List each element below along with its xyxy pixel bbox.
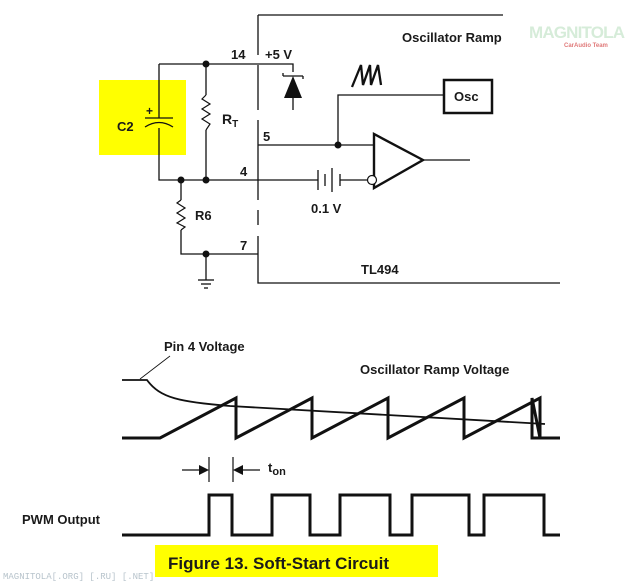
ic-outline — [257, 14, 560, 284]
watermark-logo: MAGNITOLA — [529, 23, 625, 42]
pin-14-label: 14 — [231, 47, 246, 62]
pin-5-label: 5 — [263, 129, 270, 144]
external-wiring — [158, 63, 470, 280]
ic-label: TL494 — [361, 262, 399, 277]
oscillator-ramp-trace — [122, 395, 560, 441]
battery-0p1v-icon — [317, 168, 341, 192]
pin-4-label: 4 — [240, 164, 248, 179]
junction-dots — [177, 60, 342, 258]
figure-caption: Figure 13. Soft-Start Circuit — [168, 554, 389, 573]
pin4-leader-line — [139, 355, 171, 380]
ton-marker — [182, 457, 260, 482]
c2-plus-label: + — [146, 104, 153, 118]
resistor-r6-symbol — [175, 199, 187, 231]
pin4-voltage-trace — [122, 379, 546, 425]
zener-diode-icon — [282, 73, 304, 98]
ground-icon — [198, 279, 214, 289]
comparator-icon — [366, 132, 426, 191]
oscillator-ramp-label: Oscillator Ramp — [402, 30, 502, 45]
sawtooth-icon — [350, 64, 383, 88]
capacitor-c2-symbol — [144, 117, 174, 128]
offset-voltage-label: 0.1 V — [311, 201, 342, 216]
ton-label: ton — [268, 460, 286, 478]
resistor-rt-symbol — [200, 94, 212, 131]
pwm-output-label: PWM Output — [22, 512, 101, 527]
pin-7-label: 7 — [240, 238, 247, 253]
rt-label: RT — [222, 111, 238, 130]
watermark-footer: MAGNITOLA[.ORG] [.RU] [.NET] — [3, 572, 154, 582]
supply-label: +5 V — [265, 47, 292, 62]
watermark-logo-sub: CarAudio Team — [564, 43, 608, 49]
osc-block-label: Osc — [454, 89, 479, 104]
c2-label: C2 — [117, 119, 134, 134]
osc-block — [442, 78, 494, 115]
pwm-output-trace — [122, 493, 560, 537]
pin4-voltage-label: Pin 4 Voltage — [164, 339, 245, 354]
ramp-voltage-label: Oscillator Ramp Voltage — [360, 362, 509, 377]
caption-highlight — [155, 545, 438, 577]
r6-label: R6 — [195, 208, 212, 223]
